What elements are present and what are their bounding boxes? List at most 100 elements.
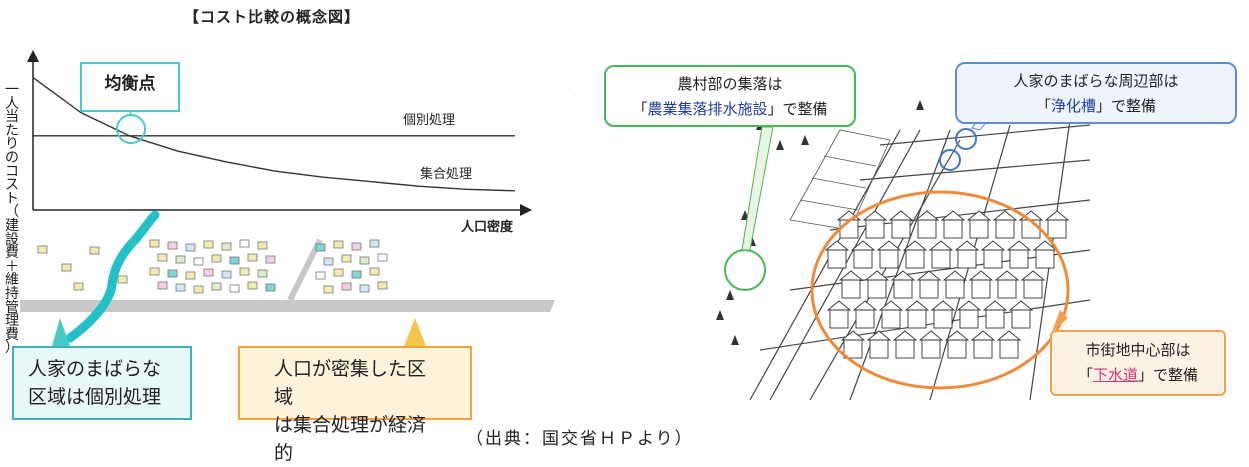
house [377,253,388,262]
bracket-open: 「 [1077,366,1093,384]
house [37,245,48,254]
sparse-callout-pointer [52,318,70,346]
field-row [811,177,867,189]
house [149,239,160,248]
y-axis-label-char: （ [5,204,19,221]
house [229,284,240,293]
tree [776,140,784,150]
house [167,241,178,250]
town-house-roof [968,270,994,281]
dense-callout-pointer [404,318,426,346]
town-house [891,219,911,239]
town-house-roof [944,330,970,341]
town-house [865,219,885,239]
house [257,269,268,278]
house [377,281,388,290]
house [211,254,222,263]
town-house-roof [942,270,968,281]
field-outline [789,129,891,231]
house [239,267,250,276]
town-house [827,249,847,269]
sparse-houses [37,245,128,291]
town-house [841,279,861,299]
house [341,282,352,291]
house [193,285,204,294]
periphery-circle-1 [955,128,977,150]
bracket-close: 」で整備 [1138,366,1199,384]
y-axis-label-char: り [5,136,19,153]
dense-houses [149,239,388,294]
tree [916,100,924,110]
town-house [869,339,889,359]
y-axis-label-char: ス [5,177,19,194]
house [323,285,334,294]
town-house-roof [876,240,902,251]
town-house [921,339,941,359]
town-house-roof [966,210,992,221]
y-axis-label-char: ＋ [5,258,19,275]
house [149,267,160,276]
street [879,124,1091,146]
tree [716,310,724,320]
town-house [995,219,1015,239]
town-house-roof [902,240,928,251]
x-axis-arrow [520,204,532,216]
town-house-roof [916,270,942,281]
y-axis-arrow [27,50,39,62]
town-house-roof [904,300,930,311]
town-house [1047,219,1067,239]
town-house [829,309,849,329]
town-house [983,249,1003,269]
bracket-open: 「 [1035,97,1051,115]
house [265,255,276,264]
y-axis-label-char: 建 [5,217,19,234]
house [247,281,258,290]
dense-callout-line2: は集合処理が経済的 [274,414,427,464]
cost-chart [20,50,576,346]
town-house [985,309,1005,329]
house [157,281,168,290]
town-house [1035,249,1055,269]
house [73,282,84,291]
rural-callout-line1: 農村部の集落は [677,75,783,93]
town-house-roof [956,300,982,311]
bracket-close: 」で整備 [1096,97,1157,115]
town-house [999,339,1019,359]
town-house-roof [996,330,1022,341]
house [369,267,380,276]
house [239,239,250,248]
house [265,283,276,292]
house [341,254,352,263]
town-house [1023,279,1043,299]
field-row [823,155,877,167]
septic-tank-name: 浄化槽 [1050,97,1096,115]
house [221,270,232,279]
chart-title: 【コスト比較の概念図】 [184,8,361,26]
house [157,253,168,262]
town-house [945,279,965,299]
house [229,256,240,265]
x-axis-label: 人口密度 [461,220,514,235]
town-house-roof [992,210,1018,221]
street [809,139,961,401]
house [333,268,344,277]
town-house [895,339,915,359]
road-band [20,300,555,312]
house [359,284,370,293]
town-house [997,279,1017,299]
y-axis-label-char: 当 [5,109,19,126]
house [167,269,178,278]
town-house [1011,309,1031,329]
house [315,243,326,252]
town-house-roof [1006,240,1032,251]
y-axis-label-char: 費 [5,245,19,262]
house [175,283,186,292]
periphery-circle-2 [939,149,961,171]
town-house [1009,249,1029,269]
house [351,242,362,251]
town-house-roof [888,210,914,221]
individual-curve-label: 個別処理 [403,113,456,128]
street [749,129,901,401]
y-axis-label-char: 一 [5,82,19,98]
town-house [931,249,951,269]
